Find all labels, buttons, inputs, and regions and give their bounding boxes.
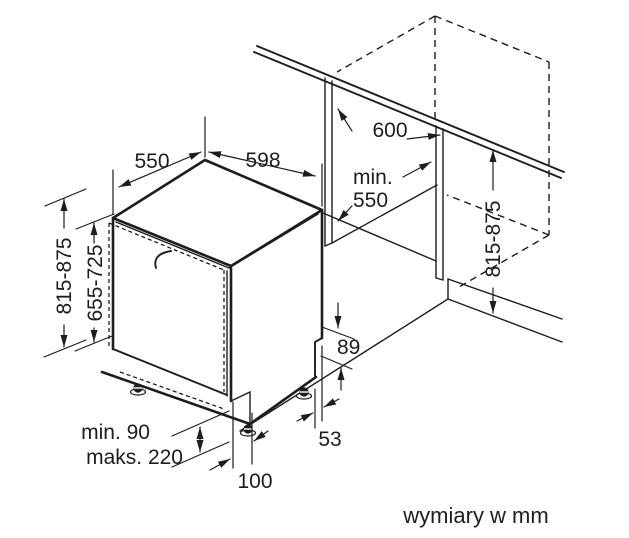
dim-rear-recess-depth-label: 53 <box>318 428 341 451</box>
countertop <box>253 45 565 179</box>
door-dashed-outline <box>108 222 225 392</box>
dim-overall-height-left-label: 815-875 <box>53 237 76 314</box>
dim-plinth-clearance: min. 90 maks. 220 <box>81 410 230 469</box>
dishwasher <box>100 158 324 437</box>
dim-overall-height-left: 815-875 <box>43 188 87 358</box>
niche-floor-left-edge <box>331 184 438 244</box>
door-bottom-edge <box>112 348 228 396</box>
dim-niche-height-right: 815-875 <box>482 149 505 314</box>
niche-rear-edge <box>322 212 437 262</box>
niche-side-walls <box>322 77 444 281</box>
top-face-inner-rim <box>115 213 319 269</box>
dim-rear-recess-height-label: 89 <box>337 336 360 359</box>
door-handle <box>154 250 172 269</box>
dim-niche-depth-label-2: 550 <box>353 189 388 212</box>
dim-front-width: 598 <box>208 149 323 207</box>
dim-top-depth: 550 <box>112 116 206 215</box>
dim-door-panel-height: 655-725 <box>74 213 115 352</box>
floor-and-plinth <box>239 278 563 432</box>
dim-niche-depth: min. 550 <box>337 161 432 222</box>
dim-niche-height-right-label: 815-875 <box>482 200 505 277</box>
dim-door-panel-height-label: 655-725 <box>84 244 107 321</box>
dim-plinth-min-label: min. 90 <box>81 421 150 444</box>
dim-foot-offset-label: 100 <box>237 470 272 493</box>
dim-niche-width: 600 <box>337 108 441 142</box>
dim-top-depth-label: 550 <box>134 150 169 173</box>
dim-niche-depth-label-1: min. <box>353 166 393 189</box>
adjustable-foot <box>239 424 257 437</box>
plinth-dashed-line <box>119 371 225 410</box>
base-bottom-edge <box>100 370 318 426</box>
dim-rear-recess-depth: 53 <box>296 345 342 451</box>
dim-front-width-label: 598 <box>245 149 280 172</box>
dim-rear-recess-height: 89 <box>320 302 360 391</box>
base-end-cap <box>230 390 251 425</box>
dim-plinth-max-label: maks. 220 <box>86 446 183 469</box>
niche-dashed-outline <box>336 15 550 288</box>
rear-recess-notch <box>314 337 323 377</box>
dim-foot-offset: 100 <box>209 401 273 493</box>
adjustable-foot <box>295 387 313 400</box>
units-caption: wymiary w mm <box>402 503 548 528</box>
adjustable-foot <box>129 383 147 396</box>
dim-niche-width-label: 600 <box>372 119 407 142</box>
